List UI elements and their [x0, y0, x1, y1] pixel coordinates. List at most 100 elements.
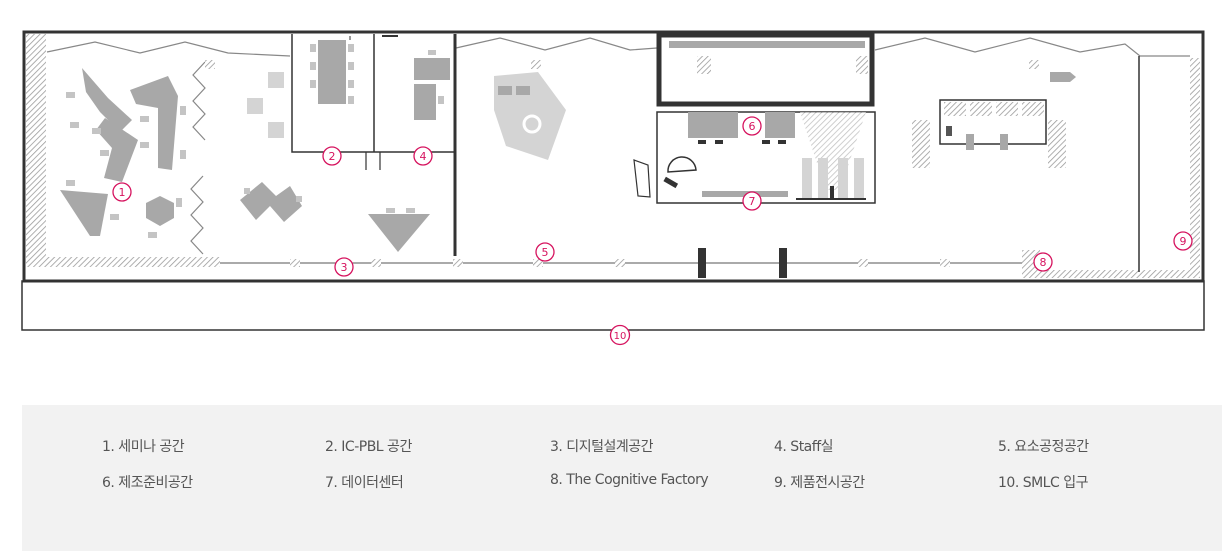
chair	[110, 214, 119, 220]
display-panel	[854, 158, 864, 198]
entrance-corridor	[21, 280, 1205, 331]
chair	[310, 44, 316, 52]
factory-machine	[996, 102, 1018, 116]
server-rack	[765, 112, 795, 138]
building-outline	[22, 30, 1205, 283]
chair	[348, 62, 354, 70]
south-wall-hatch-east	[1022, 270, 1200, 278]
chair	[310, 62, 316, 70]
staff-desk	[414, 58, 450, 80]
seminar-partition-lower	[190, 175, 204, 255]
north-window-line-3	[874, 37, 1190, 57]
door-pillar-left	[698, 248, 706, 278]
chair	[180, 106, 186, 115]
marker-2-label: 2	[329, 150, 336, 163]
marker-7[interactable]: 7	[742, 191, 762, 211]
north-post	[1029, 60, 1039, 69]
marker-2[interactable]: 2	[322, 146, 342, 166]
chair	[92, 128, 101, 134]
legend-item-staff: 4. Staff실	[774, 439, 834, 455]
seminar-desk	[96, 118, 138, 182]
display-stand	[830, 186, 834, 200]
marker-1[interactable]: 1	[112, 182, 132, 202]
legend-item-ic-pbl: 2. IC-PBL 공간	[325, 439, 412, 455]
marker-4[interactable]: 4	[413, 146, 433, 166]
marker-7-label: 7	[749, 195, 756, 208]
lounge-block	[247, 98, 263, 114]
rack-foot	[762, 140, 770, 144]
marker-9[interactable]: 9	[1173, 231, 1193, 251]
robot-arm-base	[663, 176, 679, 189]
marker-10[interactable]: 10	[609, 324, 631, 346]
seminar-desk	[130, 76, 178, 170]
north-window-line-1	[46, 41, 291, 57]
rack-foot	[715, 140, 723, 144]
marker-6[interactable]: 6	[742, 116, 762, 136]
chair	[148, 232, 157, 238]
south-post	[940, 259, 950, 267]
chair	[244, 188, 250, 194]
display-panel	[838, 158, 848, 198]
round-table	[522, 114, 542, 134]
chair	[140, 116, 149, 122]
legend-item-entrance: 10. SMLC 입구	[998, 475, 1088, 491]
robot-arm	[667, 156, 697, 173]
display-panel	[802, 158, 812, 198]
marker-8-label: 8	[1040, 256, 1047, 269]
seminar-partition-upper	[192, 61, 206, 141]
chair	[438, 96, 444, 104]
chair	[296, 196, 302, 202]
chair	[406, 208, 415, 213]
display-panel	[818, 158, 828, 198]
factory-machine	[1022, 102, 1044, 116]
south-post	[453, 259, 463, 267]
chair	[66, 180, 75, 186]
marker-8[interactable]: 8	[1033, 252, 1053, 272]
marker-5-label: 5	[542, 246, 549, 259]
factory-station	[966, 134, 974, 150]
legend-panel: 1. 세미나 공간 2. IC-PBL 공간 3. 디지털설계공간 4. Sta…	[22, 405, 1222, 551]
seminar-hex-table	[146, 196, 174, 226]
entry-screen	[633, 159, 651, 198]
west-wall-hatch	[26, 34, 46, 267]
factory-station	[946, 126, 952, 136]
process-monitor	[516, 86, 530, 95]
legend-item-showroom: 9. 제품전시공간	[774, 475, 865, 491]
legend-item-cognitive-factory: 8. The Cognitive Factory	[550, 472, 709, 488]
marker-1-label: 1	[119, 186, 126, 199]
factory-shuttle	[1050, 72, 1076, 82]
legend-item-digital-design: 3. 디지털설계공간	[550, 439, 653, 455]
rack-foot	[698, 140, 706, 144]
chair	[428, 50, 436, 55]
factory-line-frame	[939, 99, 1047, 145]
seminar-desk	[60, 190, 108, 236]
prep-counter	[669, 41, 865, 48]
legend-item-data-center: 7. 데이터센터	[325, 475, 404, 491]
lounge-block	[268, 122, 284, 138]
legend-item-element-process: 5. 요소공정공간	[998, 439, 1089, 455]
meeting-table	[318, 40, 346, 104]
south-post	[858, 259, 868, 267]
chair	[66, 92, 75, 98]
marker-9-label: 9	[1180, 235, 1187, 248]
chair	[140, 142, 149, 148]
marker-4-label: 4	[420, 150, 427, 163]
projection-cone	[800, 112, 866, 190]
legend-item-manufacturing-prep: 6. 제조준비공간	[102, 475, 193, 491]
south-post	[615, 259, 625, 267]
prep-machine	[697, 56, 711, 74]
marker-3[interactable]: 3	[334, 257, 354, 277]
marker-10-label: 10	[614, 331, 627, 342]
chair	[100, 150, 109, 156]
seminar-desk	[82, 68, 132, 132]
chair	[180, 150, 186, 159]
chair	[176, 198, 182, 207]
factory-machine	[944, 102, 966, 116]
lounge-block	[268, 72, 284, 88]
marker-5[interactable]: 5	[535, 242, 555, 262]
north-post	[531, 60, 541, 69]
marker-6-label: 6	[749, 120, 756, 133]
chair	[348, 96, 354, 104]
south-wall-hatch-west	[26, 257, 220, 267]
door-pillar-right	[779, 248, 787, 278]
